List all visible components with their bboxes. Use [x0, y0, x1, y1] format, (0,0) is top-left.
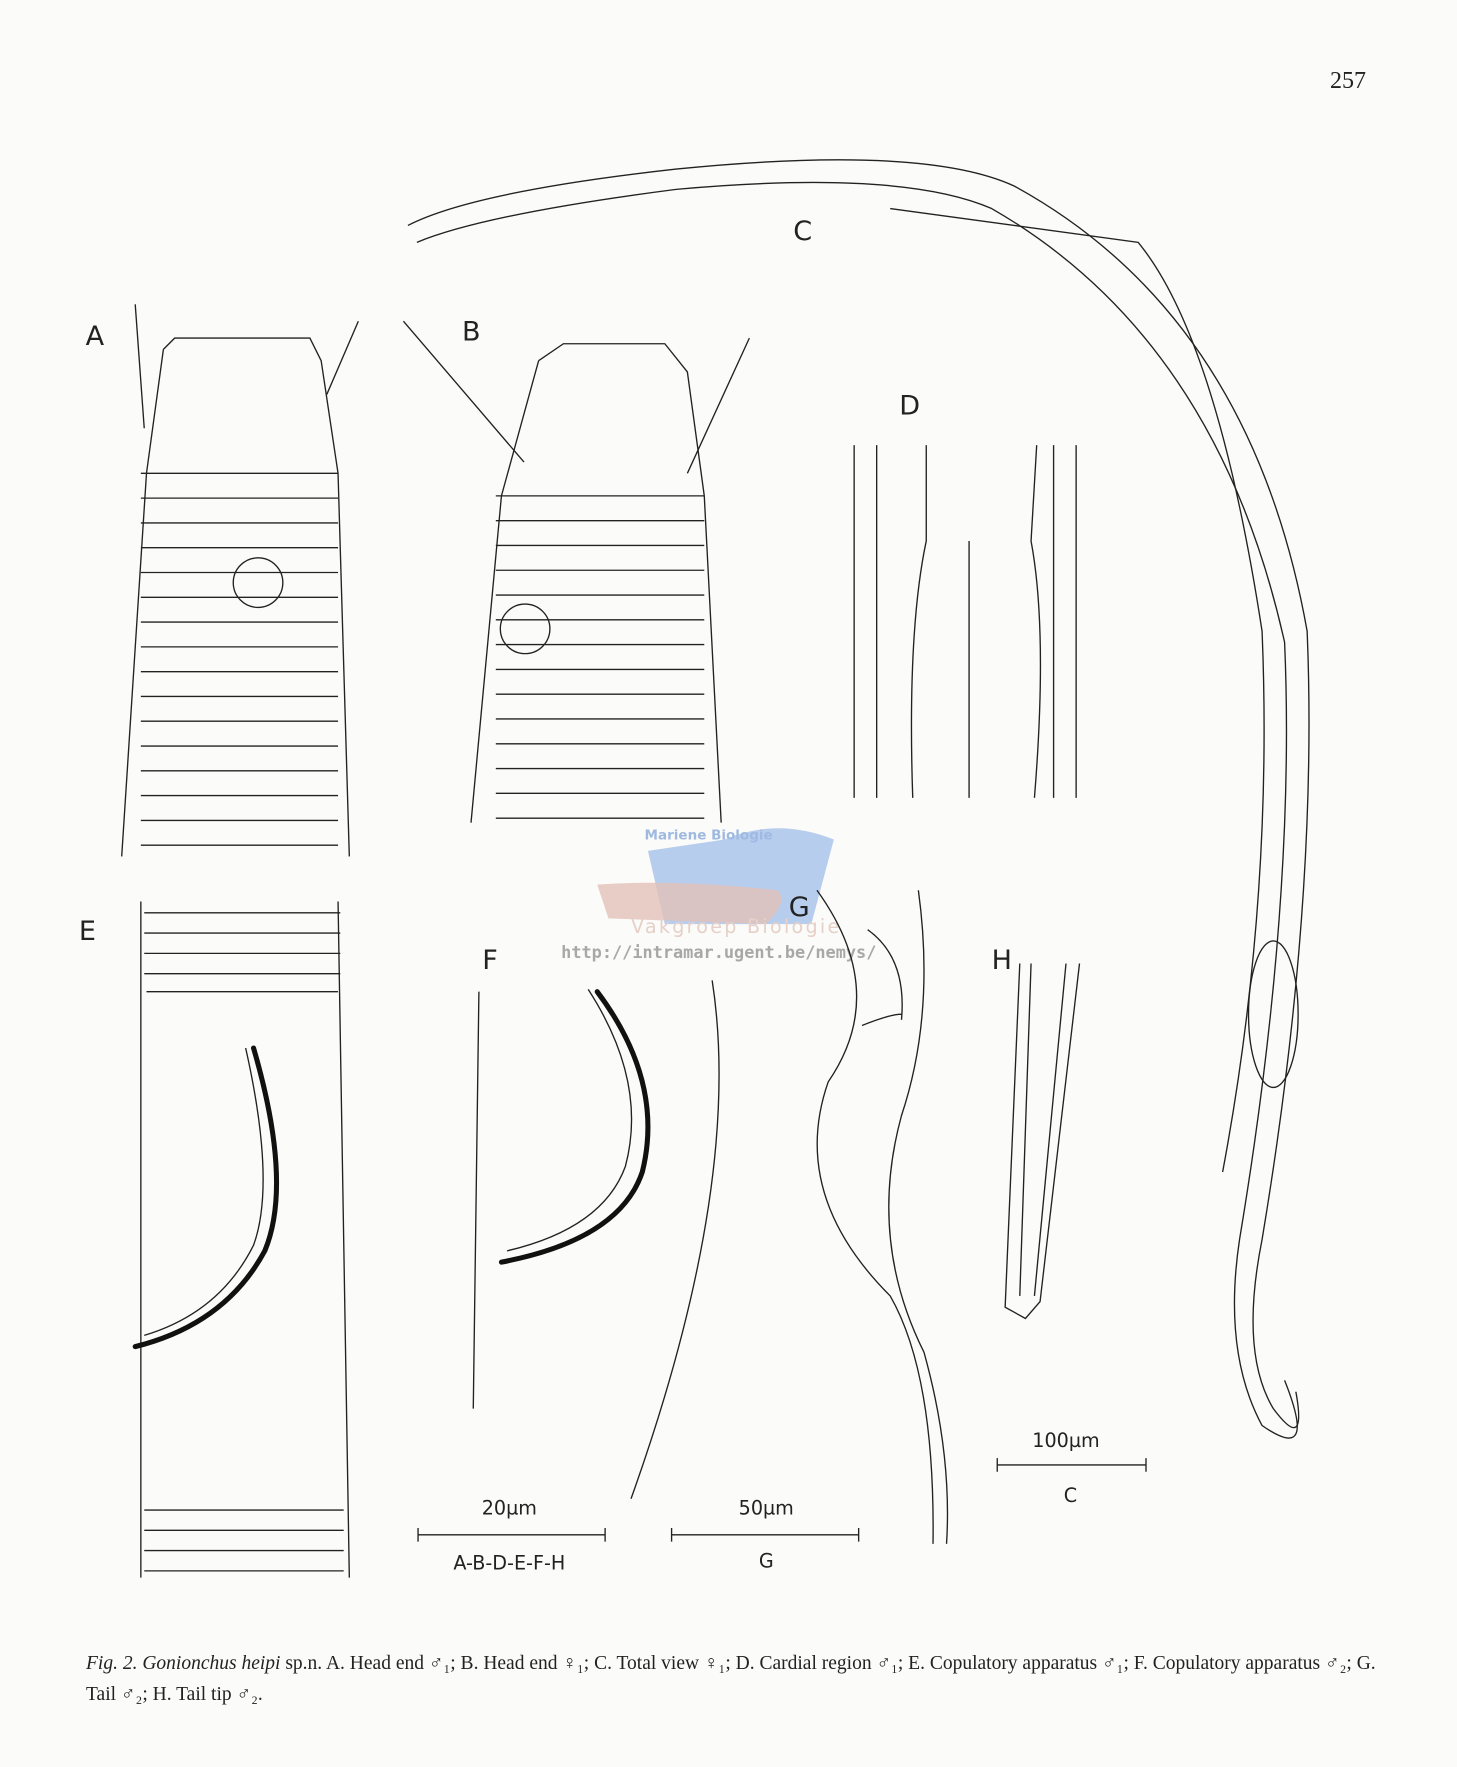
panel-b-head-end: B	[402, 316, 750, 823]
panel-f-copulatory-apparatus: F	[472, 945, 720, 1499]
panel-label-d: D	[899, 391, 920, 422]
scale-bar-c: 100µm C	[996, 1429, 1147, 1507]
panel-d-cardial-region: D	[853, 391, 1077, 798]
scale-bar-c-applies: C	[1064, 1484, 1077, 1507]
panel-label-c: C	[793, 216, 812, 247]
scale-bar-20um-applies: A-B-D-E-F-H	[453, 1552, 565, 1575]
panel-label-a: A	[86, 321, 105, 352]
scale-bar-c-value: 100µm	[1032, 1429, 1099, 1452]
panel-e-copulatory-apparatus: E	[79, 901, 350, 1578]
scale-bar-50um-value: 50µm	[739, 1497, 794, 1520]
panel-label-f: F	[482, 945, 498, 976]
scale-bar-50um: 50µm G	[670, 1497, 860, 1572]
panel-a-head-end: A	[86, 304, 359, 857]
scale-bar-50um-applies: G	[759, 1549, 774, 1572]
watermark-subtitle: Vakgroep Biologie	[631, 915, 841, 938]
panel-c-total-view: C	[407, 159, 1310, 1439]
caption-species: Gonionchus heipi	[142, 1653, 281, 1674]
page-number: 257	[1330, 68, 1366, 94]
panel-h-tail-tip: H	[992, 945, 1081, 1320]
panel-label-g: G	[789, 892, 810, 923]
panel-label-h: H	[992, 945, 1012, 976]
figure-caption: Fig. 2. Gonionchus heipi sp.n. A. Head e…	[86, 1648, 1386, 1710]
watermark-url: http://intramar.ugent.be/nemys/	[561, 942, 876, 962]
panel-label-b: B	[462, 316, 481, 347]
caption-fig-label: Fig. 2.	[86, 1653, 138, 1674]
caption-text: sp.n. A. Head end ♂₁; B. Head end ♀₁; C.…	[86, 1653, 1376, 1705]
scale-bar-20um-value: 20µm	[482, 1497, 537, 1520]
panel-label-e: E	[79, 916, 96, 947]
panel-g-tail: G	[789, 889, 949, 1544]
scale-bar-20um: 20µm A-B-D-E-F-H	[417, 1497, 606, 1575]
watermark-logo: Mariene Biologie Vakgroep Biologie http:…	[561, 828, 876, 962]
watermark-title: Mariene Biologie	[645, 828, 773, 844]
